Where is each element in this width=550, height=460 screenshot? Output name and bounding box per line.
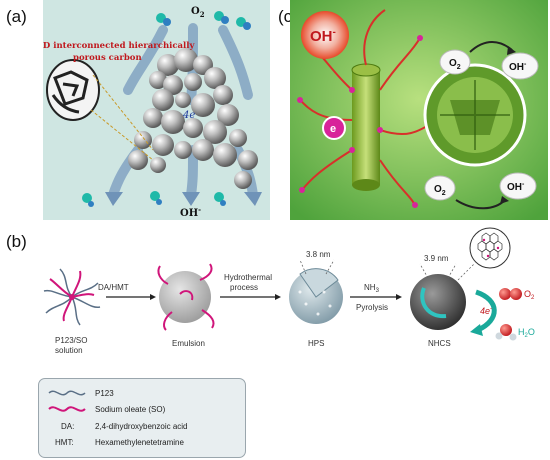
svg-text:OH-: OH- — [509, 61, 527, 73]
label-emulsion: Emulsion — [172, 339, 205, 348]
so-swatch — [48, 406, 86, 412]
arrowhead-step2 — [275, 294, 281, 300]
electron-ball — [322, 116, 346, 140]
oh-label-bottom: OH- — [180, 205, 201, 219]
carbon-nanotube — [351, 63, 381, 191]
o2-molecules — [156, 11, 251, 30]
oh-bubble-bottom: OH- — [499, 172, 537, 200]
panel-c-diagram: OH- e O2 OH- O2 OH- — [290, 0, 548, 220]
label-hydrothermal: Hydrothermal process — [224, 273, 274, 292]
nhcs-stage — [410, 227, 511, 330]
arrowhead-bottom — [500, 196, 509, 204]
arrowhead-step1 — [150, 294, 156, 300]
oh-glow-ball — [301, 11, 349, 59]
oh-bubble-right: OH- — [501, 52, 539, 80]
o2-bubble-bottom: O2 — [424, 175, 456, 201]
legend-swatches — [48, 390, 86, 412]
p123-swatch — [48, 390, 86, 396]
arrowhead-top — [507, 46, 516, 55]
electron-transfer-label: 4e — [182, 110, 195, 121]
porous-carbon-spheres — [128, 48, 258, 189]
label-hps: HPS — [308, 339, 324, 348]
cross-section-zoom — [423, 63, 527, 167]
legend-da-value: 2,4-dihydroxybenzoic acid — [95, 422, 188, 431]
label-o2-b: O2 — [524, 289, 535, 301]
legend-box: P123 Sodium oleate (SO) DA: 2,4-dihydrox… — [38, 378, 246, 458]
legend-p123: P123 — [95, 389, 114, 398]
arrowhead-step3 — [396, 294, 402, 300]
panel-a-diagram: O2 3D interconnected hierarchically poro… — [43, 0, 270, 220]
porous-carbon-title: 3D interconnected hierarchically porous … — [43, 41, 197, 63]
label-nhcs: NHCS — [428, 339, 451, 348]
legend-hmt-value: Hexamethylenetetramine — [95, 438, 184, 447]
o2-label-top: O2 — [191, 6, 205, 19]
porous-carbon-zoom — [46, 59, 154, 161]
h2o-molecule-b — [495, 324, 517, 341]
electron-label: e — [330, 123, 336, 135]
label-pore-3-9: 3.9 nm — [424, 254, 449, 263]
oh-label-top: OH- — [310, 27, 336, 45]
panel-a-label: (a) — [6, 7, 27, 26]
o2-bubble-right: O2 — [439, 49, 471, 75]
label-pyrolysis: Pyrolysis — [356, 303, 388, 312]
legend-da-key: DA: — [61, 422, 75, 431]
oh-molecules — [82, 191, 226, 207]
emulsion-stage — [157, 263, 215, 331]
label-da-hmt: DA/HMT — [98, 283, 129, 292]
flow-arrowheads — [105, 192, 262, 206]
svg-text:OH-: OH- — [507, 181, 525, 193]
svg-text:O2: O2 — [449, 58, 461, 71]
graphene-lattice — [477, 232, 503, 261]
label-h2o-b: H2O — [518, 327, 535, 339]
label-nh3: NH3 — [364, 283, 380, 294]
micelle-stage — [43, 268, 101, 326]
o2-molecule-b — [499, 288, 522, 300]
legend-so: Sodium oleate (SO) — [95, 405, 166, 414]
teal-arrowhead — [470, 324, 483, 336]
label-pore-3-8: 3.8 nm — [306, 250, 331, 259]
teal-reaction-arrow — [475, 289, 497, 333]
label-4e: 4e- — [480, 306, 492, 316]
svg-text:O2: O2 — [434, 184, 446, 197]
panel-b-label: (b) — [6, 232, 27, 251]
legend-hmt-key: HMT: — [55, 438, 74, 447]
panel-b-diagram: DA/HMT Hydrothermal process NH3 Pyrolysi… — [43, 227, 535, 355]
hps-stage — [289, 259, 343, 324]
label-p123-so-solution: P123/SO solution — [55, 336, 90, 355]
